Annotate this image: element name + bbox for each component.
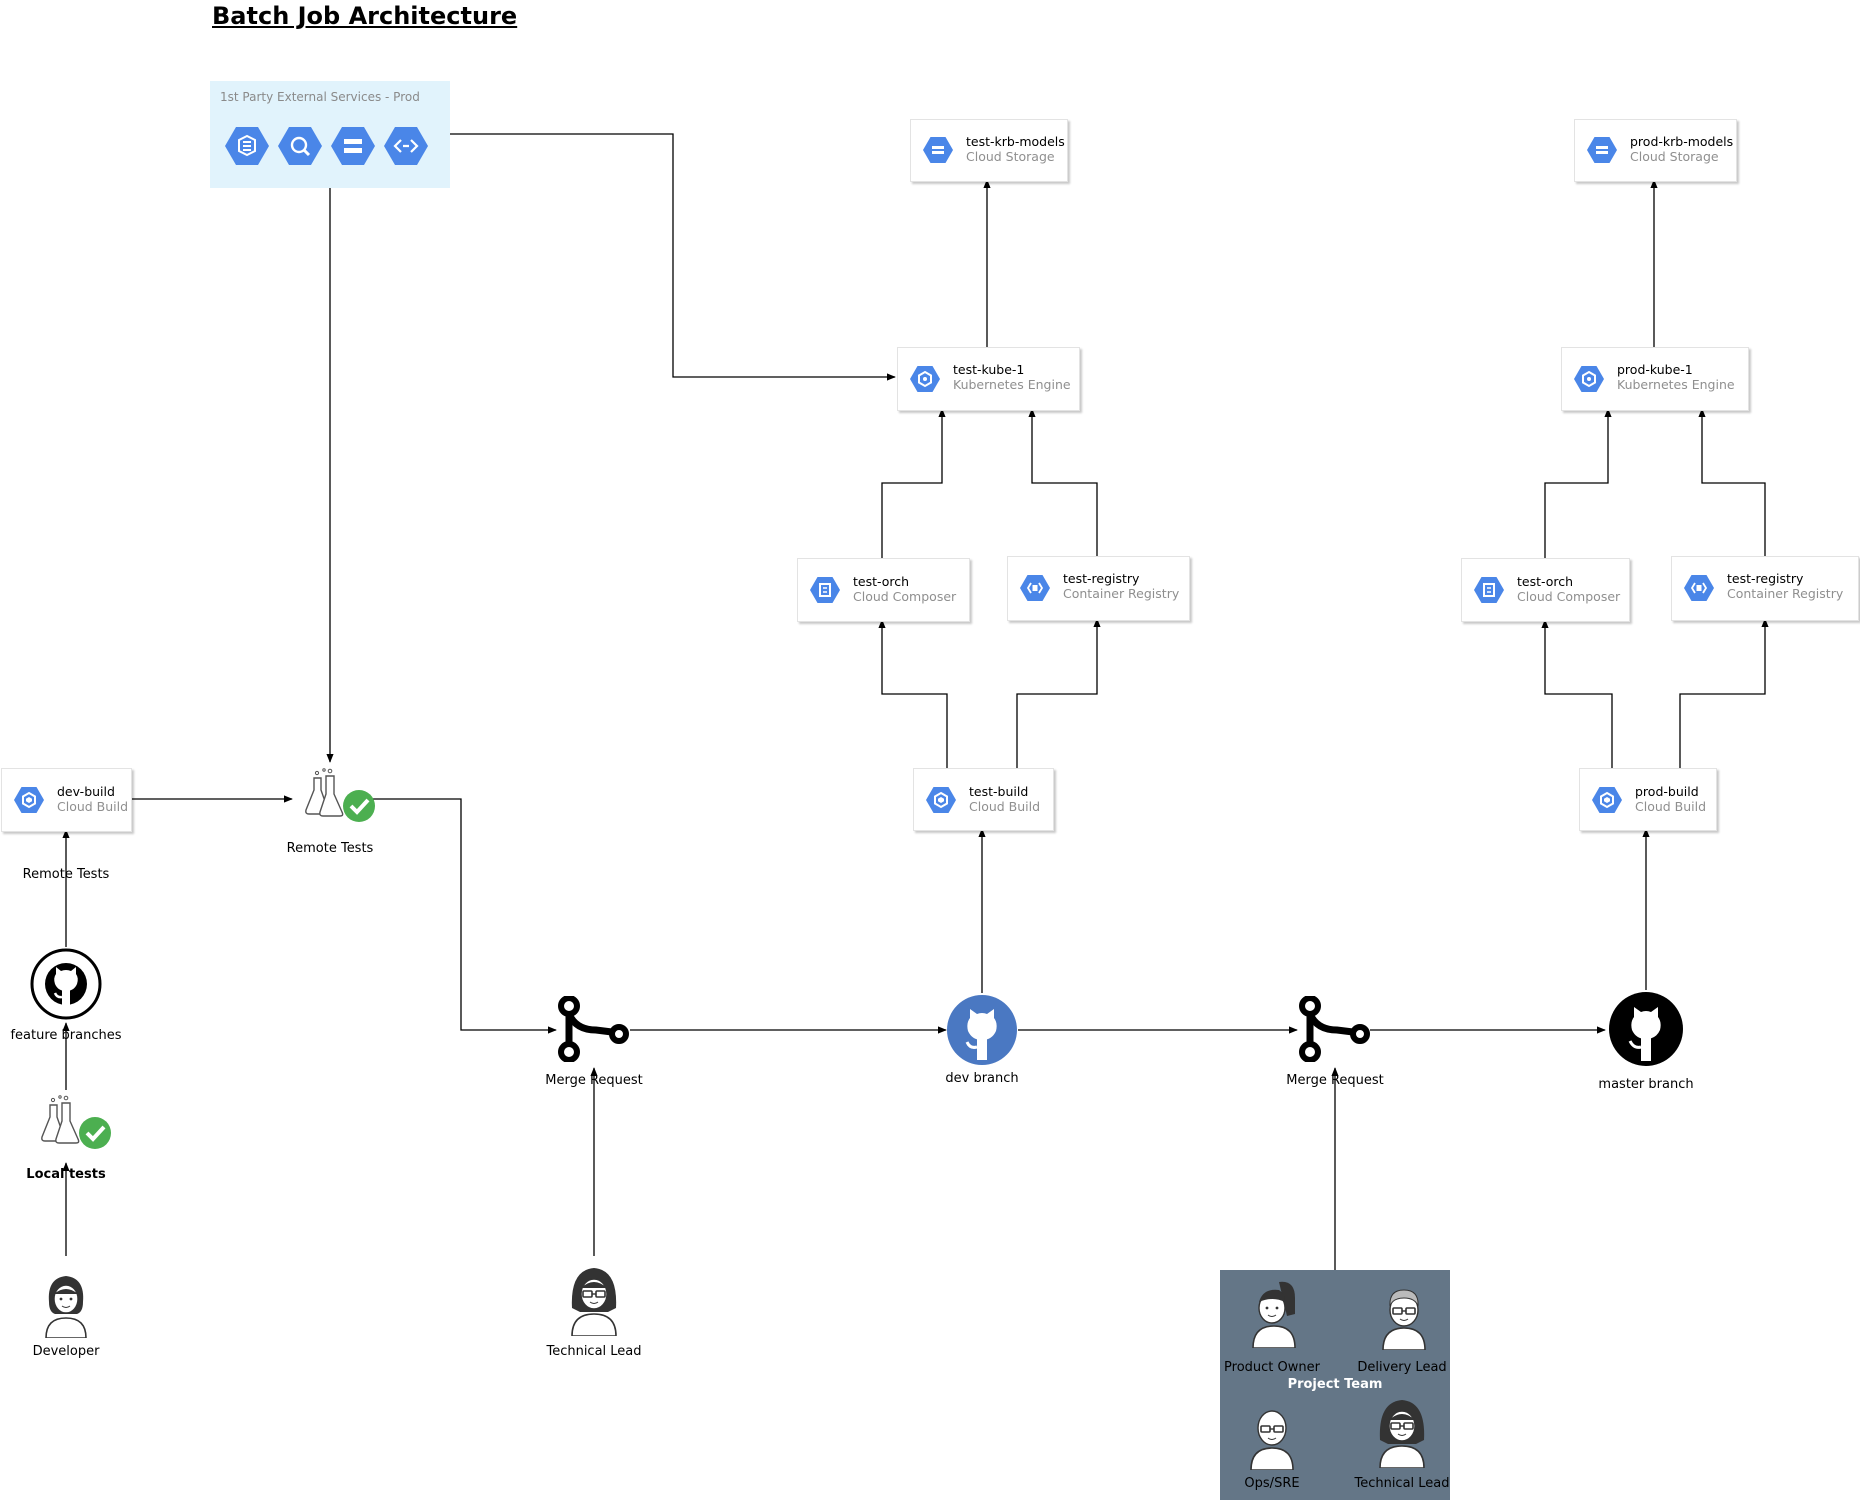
edge-prod-orch-to-kube bbox=[1544, 408, 1612, 558]
test-krb-models-card[interactable]: test-krb-models Cloud Storage bbox=[910, 119, 1068, 182]
cloud-build-icon bbox=[926, 787, 956, 813]
card-type: Cloud Build bbox=[57, 799, 129, 814]
card-name: test-orch bbox=[1517, 574, 1574, 589]
cloud-build-icon bbox=[1592, 787, 1622, 813]
card-type: Cloud Build bbox=[969, 799, 1041, 814]
edge-prod-build-to-registry bbox=[1679, 618, 1769, 768]
hex-service-icon-2 bbox=[278, 127, 322, 165]
external-services-label: 1st Party External Services - Prod bbox=[220, 90, 420, 104]
delivery-lead-avatar-icon bbox=[1379, 1284, 1429, 1355]
test-registry-card[interactable]: test-registry Container Registry bbox=[1007, 556, 1190, 621]
container-registry-icon bbox=[1020, 575, 1050, 601]
developer-label: Developer bbox=[32, 1344, 100, 1359]
container-registry-icon bbox=[1684, 575, 1714, 601]
hex-service-icon-1 bbox=[225, 127, 269, 165]
prod-registry-card[interactable]: test-registry Container Registry bbox=[1671, 556, 1859, 621]
cloud-storage-icon bbox=[1587, 137, 1617, 163]
dev-build-card[interactable]: dev-build Cloud Build bbox=[1, 768, 132, 832]
github-dev-branch-icon[interactable] bbox=[946, 994, 1018, 1071]
card-name: prod-kube-1 bbox=[1617, 362, 1693, 377]
hex-service-icon-4 bbox=[384, 127, 428, 165]
hex-service-icon-3 bbox=[331, 127, 375, 165]
test-build-card[interactable]: test-build Cloud Build bbox=[913, 768, 1054, 831]
product-owner-avatar-icon bbox=[1249, 1278, 1299, 1353]
remote-tests-edge-label: Remote Tests bbox=[22, 867, 110, 882]
card-name: test-build bbox=[969, 784, 1029, 799]
team-technical-lead-label: Technical Lead bbox=[1354, 1476, 1450, 1491]
card-name: test-registry bbox=[1727, 571, 1804, 586]
github-icon[interactable] bbox=[29, 947, 103, 1026]
card-type: Kubernetes Engine bbox=[1617, 377, 1735, 392]
prod-build-card[interactable]: prod-build Cloud Build bbox=[1579, 768, 1717, 831]
card-name: test-registry bbox=[1063, 571, 1140, 586]
kubernetes-engine-icon bbox=[1574, 366, 1604, 392]
page-title: Batch Job Architecture bbox=[212, 2, 518, 30]
project-team-label: Project Team bbox=[1287, 1377, 1383, 1392]
card-name: prod-build bbox=[1635, 784, 1699, 799]
edge-prod-build-to-orch bbox=[1541, 619, 1613, 768]
developer-avatar-icon[interactable] bbox=[41, 1272, 91, 1343]
card-name: test-kube-1 bbox=[953, 362, 1025, 377]
merge-request-icon[interactable] bbox=[556, 995, 632, 1067]
remote-tests-label: Remote Tests bbox=[286, 841, 374, 856]
local-tests-label: Local tests bbox=[26, 1167, 106, 1182]
merge-request-2-label: Merge Request bbox=[1286, 1073, 1384, 1088]
cloud-composer-icon bbox=[1474, 577, 1504, 603]
feature-branches-label: feature branches bbox=[10, 1028, 122, 1043]
edge-test-build-to-registry bbox=[1016, 618, 1101, 768]
merge-request-label: Merge Request bbox=[545, 1073, 643, 1088]
prod-orch-card[interactable]: test-orch Cloud Composer bbox=[1461, 558, 1630, 622]
remote-tests-icon[interactable] bbox=[304, 768, 380, 833]
edge-test-orch-to-kube bbox=[881, 408, 946, 558]
card-type: Cloud Build bbox=[1635, 799, 1707, 814]
ops-sre-label: Ops/SRE bbox=[1244, 1476, 1300, 1491]
test-orch-card[interactable]: test-orch Cloud Composer bbox=[797, 558, 970, 622]
test-kube-1-card[interactable]: test-kube-1 Kubernetes Engine bbox=[897, 347, 1080, 411]
team-technical-lead-avatar-icon bbox=[1376, 1398, 1428, 1473]
cloud-storage-icon bbox=[923, 137, 953, 163]
edge-prod-registry-to-kube bbox=[1698, 408, 1766, 556]
card-type: Cloud Storage bbox=[1630, 149, 1719, 164]
prod-kube-1-card[interactable]: prod-kube-1 Kubernetes Engine bbox=[1561, 347, 1749, 411]
edge-test-registry-to-kube bbox=[1028, 408, 1098, 556]
external-services-group[interactable]: 1st Party External Services - Prod bbox=[210, 81, 450, 188]
card-type: Container Registry bbox=[1727, 586, 1844, 601]
card-type: Cloud Composer bbox=[853, 589, 957, 604]
cloud-build-icon bbox=[14, 787, 44, 813]
delivery-lead-label: Delivery Lead bbox=[1357, 1360, 1447, 1375]
prod-krb-models-card[interactable]: prod-krb-models Cloud Storage bbox=[1574, 119, 1737, 182]
technical-lead-avatar-icon[interactable] bbox=[568, 1266, 620, 1341]
card-name: dev-build bbox=[57, 784, 115, 799]
card-type: Kubernetes Engine bbox=[953, 377, 1071, 392]
dev-branch-label: dev branch bbox=[945, 1071, 1019, 1086]
merge-request-2-icon[interactable] bbox=[1297, 995, 1373, 1067]
card-type: Container Registry bbox=[1063, 586, 1180, 601]
edge-remote-tests-to-merge bbox=[368, 798, 557, 1034]
edge-external-to-test-kube bbox=[450, 133, 896, 381]
project-team-group[interactable]: Product Owner Delivery Lead Project Team… bbox=[1220, 1270, 1450, 1500]
cloud-composer-icon bbox=[810, 577, 840, 603]
card-type: Cloud Storage bbox=[966, 149, 1055, 164]
technical-lead-label: Technical Lead bbox=[546, 1344, 642, 1359]
local-tests-icon[interactable] bbox=[40, 1095, 116, 1160]
card-name: test-krb-models bbox=[966, 134, 1065, 149]
card-name: test-orch bbox=[853, 574, 910, 589]
product-owner-label: Product Owner bbox=[1224, 1360, 1320, 1375]
master-branch-label: master branch bbox=[1598, 1077, 1694, 1092]
github-master-branch-icon[interactable] bbox=[1608, 991, 1684, 1072]
edge-test-build-to-orch bbox=[878, 619, 948, 768]
ops-sre-avatar-icon bbox=[1247, 1404, 1297, 1475]
kubernetes-engine-icon bbox=[910, 366, 940, 392]
card-type: Cloud Composer bbox=[1517, 589, 1621, 604]
card-name: prod-krb-models bbox=[1630, 134, 1734, 149]
